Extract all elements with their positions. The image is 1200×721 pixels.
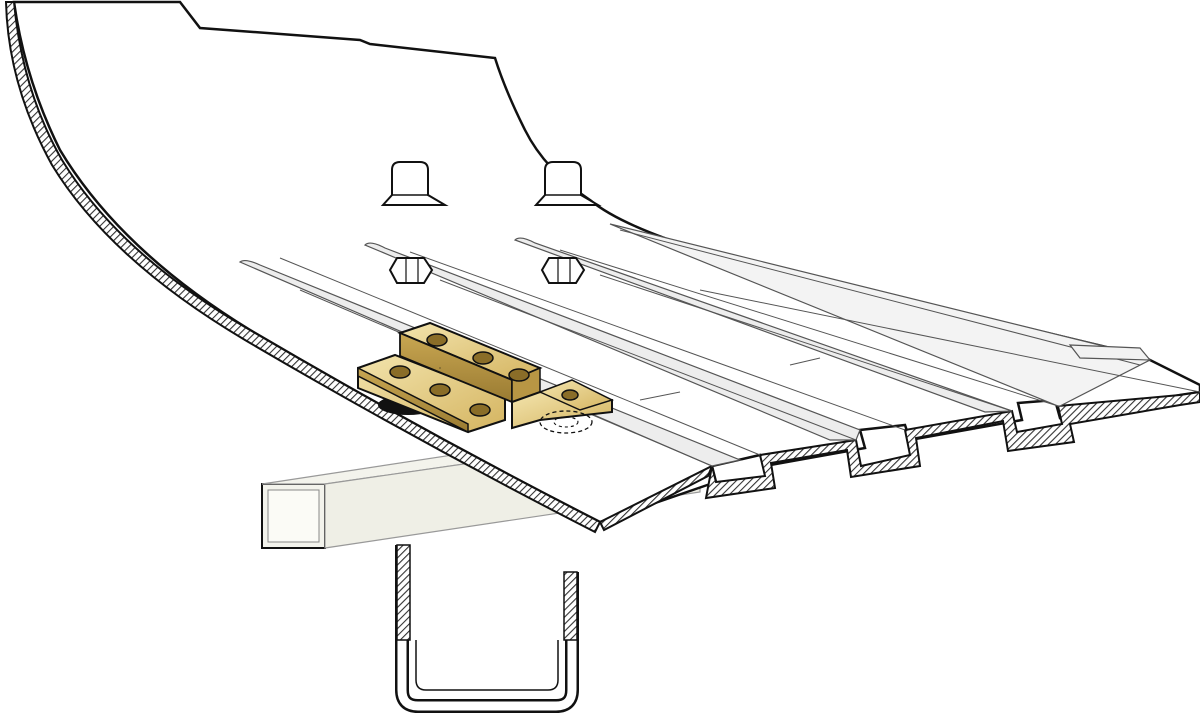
u-bolt-icon <box>395 544 579 713</box>
bracket-icon <box>357 321 614 434</box>
cap-screw-icon <box>380 161 449 206</box>
hex-nut-icon <box>388 257 434 284</box>
panel-grooves <box>238 223 1152 467</box>
panel-rib-lines <box>279 229 1200 467</box>
cap-screw-icon <box>533 161 602 206</box>
hex-nut-icon <box>540 257 586 284</box>
corrugated-panel-icon <box>4 0 1200 534</box>
